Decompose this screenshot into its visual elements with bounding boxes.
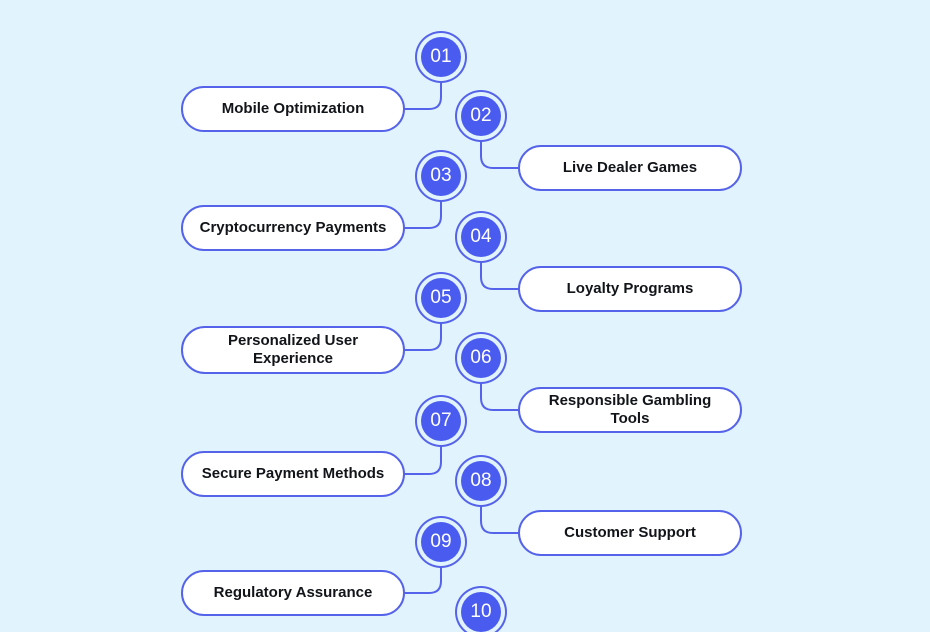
elbow-connector-6 [480,382,519,411]
step-label-secure-payment-methods: Secure Payment Methods [181,451,405,497]
step-label-regulatory-assurance: Regulatory Assurance [181,570,405,616]
step-label-personalized-user-experience: Personalized User Experience [181,326,405,374]
elbow-connector-9 [404,566,442,594]
step-label-live-dealer-games: Live Dealer Games [518,145,742,191]
step-badge-03: 03 [421,156,461,196]
step-badge-05: 05 [421,278,461,318]
elbow-connector-2 [480,140,519,169]
elbow-connector-8 [480,505,519,534]
elbow-connector-7 [404,445,442,475]
step-badge-01: 01 [421,37,461,77]
step-label-customer-support: Customer Support [518,510,742,556]
step-badge-09: 09 [421,522,461,562]
elbow-connector-5 [404,322,442,351]
step-badge-10: 10 [461,592,501,632]
step-label-responsible-gambling-tools: Responsible Gambling Tools [518,387,742,433]
step-badge-04: 04 [461,217,501,257]
step-badge-08: 08 [461,461,501,501]
elbow-connector-1 [404,81,442,110]
step-badge-07: 07 [421,401,461,441]
step-badge-06: 06 [461,338,501,378]
step-label-cryptocurrency-payments: Cryptocurrency Payments [181,205,405,251]
step-badge-02: 02 [461,96,501,136]
elbow-connector-3 [404,200,442,229]
elbow-connector-4 [480,261,519,290]
step-label-loyalty-programs: Loyalty Programs [518,266,742,312]
step-label-mobile-optimization: Mobile Optimization [181,86,405,132]
